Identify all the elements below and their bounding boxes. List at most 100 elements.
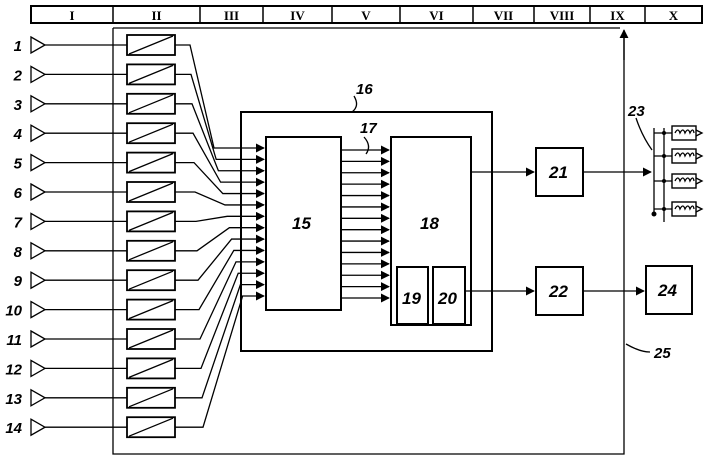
block-16-label: 16 bbox=[356, 81, 373, 98]
converter-diagonal bbox=[128, 211, 174, 232]
input-triangle-icon bbox=[30, 35, 47, 55]
group-23-label: 23 bbox=[627, 103, 645, 120]
input-label: 4 bbox=[13, 126, 23, 143]
column-header-4: IV bbox=[290, 8, 305, 23]
block-22-label: 22 bbox=[548, 282, 568, 301]
block-18-label: 18 bbox=[420, 214, 439, 233]
fan-wire bbox=[175, 132, 265, 187]
coil-winding-icon bbox=[674, 205, 695, 211]
input-triangle-icon bbox=[30, 212, 47, 231]
input-label: 13 bbox=[5, 391, 22, 408]
block-21-label: 21 bbox=[548, 163, 568, 182]
fan-wire bbox=[175, 234, 265, 281]
coil-winding-icon bbox=[674, 152, 695, 158]
outer-enclosure-25 bbox=[112, 28, 625, 455]
input-triangle-icon bbox=[30, 329, 47, 349]
actuator-tip-icon bbox=[695, 177, 704, 185]
block-15 bbox=[265, 136, 342, 311]
block-20 bbox=[432, 266, 466, 325]
bus-17-label: 17 bbox=[360, 120, 377, 137]
block-15-label: 15 bbox=[292, 214, 311, 233]
data-bus-17 bbox=[341, 145, 390, 303]
fan-wire bbox=[175, 44, 265, 153]
input-triangle-icon bbox=[30, 241, 47, 260]
column-header-2: II bbox=[151, 8, 161, 23]
actuator-tip-icon bbox=[695, 152, 704, 160]
column-header-8: VIII bbox=[550, 8, 575, 23]
input-triangle-icon bbox=[30, 65, 47, 84]
block-19 bbox=[396, 266, 429, 325]
fan-wire bbox=[175, 223, 265, 252]
converter-diagonal bbox=[128, 358, 174, 379]
block-19-label: 19 bbox=[402, 289, 421, 308]
junction-dot bbox=[662, 131, 666, 135]
fan-wire bbox=[175, 257, 265, 340]
converter-diagonal bbox=[128, 417, 174, 437]
input-triangle-icon bbox=[30, 94, 47, 113]
fan-wire bbox=[175, 211, 265, 223]
column-header-1: I bbox=[69, 8, 74, 23]
fan-wire bbox=[175, 191, 265, 210]
fan-wire bbox=[175, 280, 265, 399]
header-frame bbox=[30, 5, 703, 24]
coil-winding-icon bbox=[674, 177, 695, 183]
input-label: 2 bbox=[13, 67, 23, 84]
input-label: 5 bbox=[14, 156, 23, 173]
input-triangle-icon bbox=[30, 300, 47, 319]
column-header-3: III bbox=[224, 8, 239, 23]
input-triangle-icon bbox=[30, 124, 47, 143]
actuator-group-23 bbox=[651, 125, 704, 222]
converter-diagonal bbox=[128, 94, 174, 114]
input-label: 10 bbox=[5, 303, 22, 320]
fan-in-wires bbox=[175, 44, 265, 428]
actuator-tip-icon bbox=[695, 129, 704, 137]
converter-diagonal bbox=[128, 152, 174, 173]
converter-diagonal bbox=[128, 64, 174, 85]
input-triangle-icon bbox=[30, 388, 47, 407]
enclosure-25-leader bbox=[625, 343, 651, 353]
input-triangle-icon bbox=[30, 271, 47, 290]
input-label: 11 bbox=[6, 332, 22, 349]
block-16-leader bbox=[351, 95, 358, 113]
converter-diagonal bbox=[128, 388, 174, 408]
block-20-label: 20 bbox=[437, 289, 457, 308]
fan-wire bbox=[175, 103, 265, 176]
input-label: 1 bbox=[14, 38, 22, 55]
input-triangle-icon bbox=[30, 153, 47, 172]
block-24 bbox=[645, 265, 693, 315]
input-triangle-icon bbox=[30, 359, 47, 378]
converter-diagonal bbox=[128, 35, 174, 55]
enclosure-25-label: 25 bbox=[653, 345, 671, 362]
block-24-label: 24 bbox=[657, 281, 677, 300]
input-label: 6 bbox=[14, 185, 23, 202]
junction-dot bbox=[662, 179, 666, 183]
column-header-5: V bbox=[361, 8, 371, 23]
converter-diagonal bbox=[128, 270, 174, 290]
fan-wire bbox=[175, 291, 265, 428]
group-23-leader bbox=[635, 117, 653, 151]
junction-dot bbox=[662, 154, 666, 158]
converter-diagonal bbox=[128, 241, 174, 261]
block-21 bbox=[535, 147, 584, 197]
block-16 bbox=[240, 111, 493, 352]
converter-diagonal bbox=[128, 329, 174, 349]
input-label: 7 bbox=[14, 214, 23, 231]
junction-dot bbox=[651, 211, 657, 217]
block-22 bbox=[535, 266, 584, 316]
input-label: 3 bbox=[14, 97, 23, 114]
converter-diagonal bbox=[128, 299, 174, 320]
column-header-7: VII bbox=[494, 8, 514, 23]
column-header-6: VI bbox=[429, 8, 443, 23]
fan-wire bbox=[175, 245, 265, 311]
input-label: 12 bbox=[5, 361, 22, 378]
actuator-tip-icon bbox=[695, 205, 704, 213]
column-header-9: IX bbox=[610, 8, 625, 23]
fan-wire bbox=[175, 161, 265, 199]
coil-winding-icon bbox=[674, 129, 695, 135]
input-label: 9 bbox=[14, 273, 23, 290]
fan-wire bbox=[175, 268, 265, 370]
column-header-10: X bbox=[669, 8, 679, 23]
junction-dot bbox=[662, 207, 666, 211]
